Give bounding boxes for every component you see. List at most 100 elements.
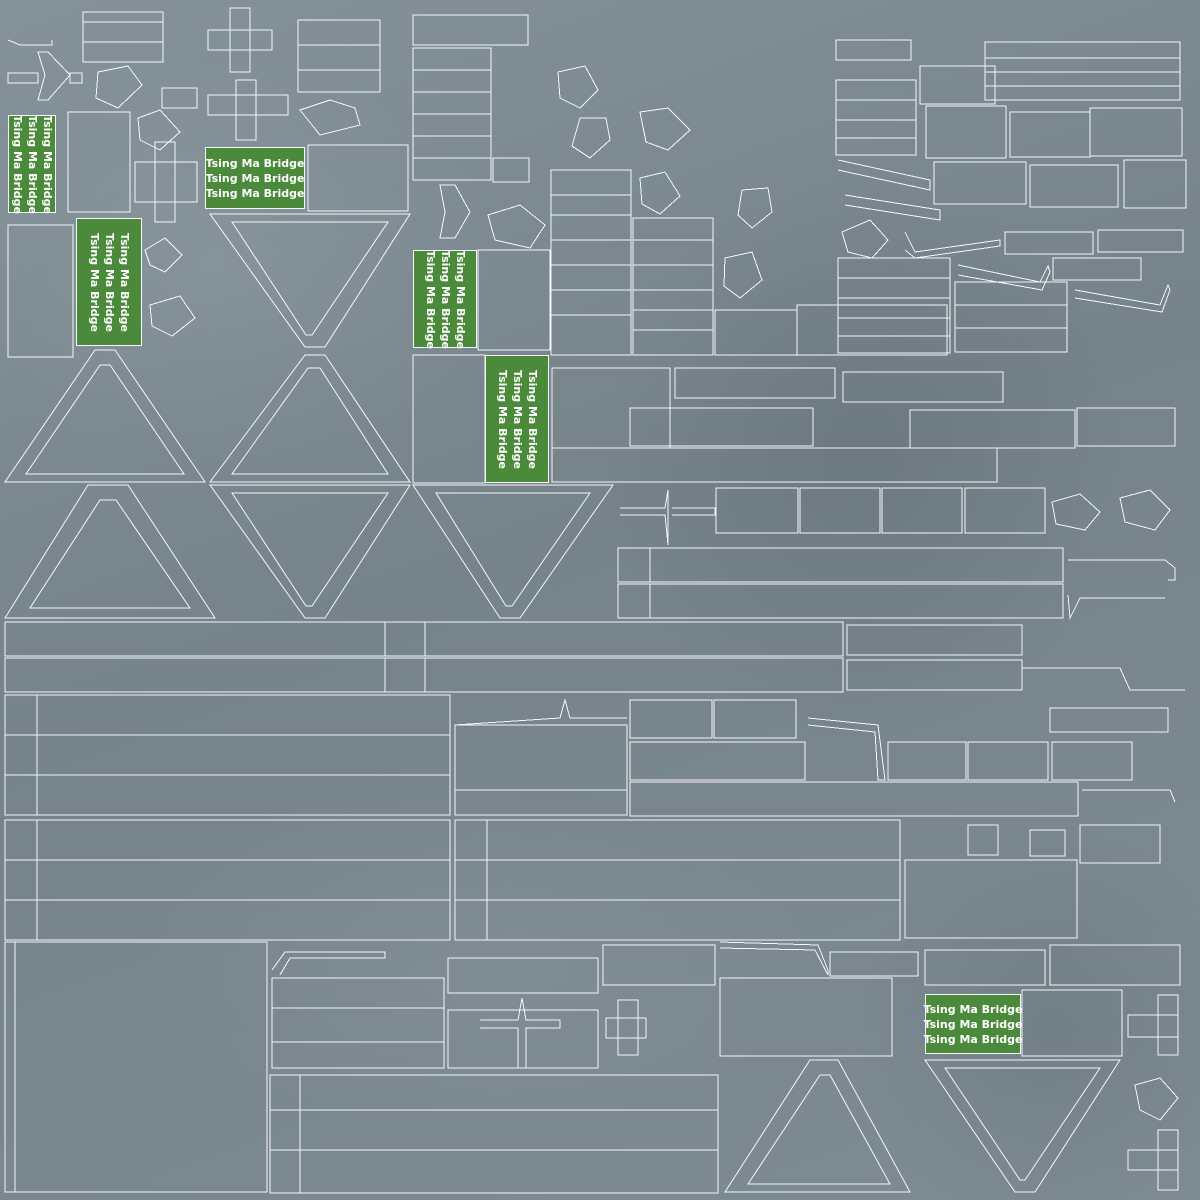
uv-island [639, 107, 691, 151]
uv-island [299, 99, 361, 136]
uv-island [846, 624, 1023, 656]
uv-island [837, 159, 931, 191]
uv-island [7, 39, 53, 46]
uv-island [4, 694, 451, 816]
uv-island [1127, 1149, 1179, 1171]
uv-island [4, 621, 844, 657]
uv-island [95, 65, 143, 109]
uv-island [617, 999, 639, 1056]
uv-island [1127, 1014, 1179, 1038]
uv-island [447, 957, 599, 994]
uv-island [629, 741, 806, 781]
uv-island [924, 949, 1046, 986]
uv-island [412, 354, 486, 484]
truss-panel [209, 213, 411, 348]
uv-island [550, 169, 632, 356]
sign-text-line: Tsing Ma Bridge [117, 232, 131, 332]
sign-text-line: Tsing Ma Bridge [423, 249, 437, 349]
uv-island [271, 977, 445, 1069]
uv-island [1021, 989, 1123, 1057]
uv-island [477, 249, 551, 351]
sign-text-line: Tsing Ma Bridge [923, 1002, 1023, 1016]
uv-island [841, 219, 889, 259]
uv-island [1134, 1077, 1179, 1121]
bridge-sign: Tsing Ma Bridge Tsing Ma Bridge Tsing Ma… [8, 115, 56, 213]
uv-island [1082, 789, 1176, 803]
uv-island [842, 371, 1004, 403]
uv-island [454, 698, 627, 726]
uv-island [629, 407, 814, 447]
truss-panel [209, 484, 411, 619]
bridge-sign: Tsing Ma Bridge Tsing Ma Bridge Tsing Ma… [413, 250, 477, 348]
sign-text-line: Tsing Ma Bridge [923, 1017, 1023, 1031]
uv-island [904, 231, 1001, 259]
uv-island [719, 941, 829, 976]
truss-panel [231, 492, 389, 607]
uv-island [1157, 1129, 1179, 1191]
uv-island [1022, 667, 1185, 691]
uv-island [1052, 257, 1142, 281]
uv-island [933, 161, 1027, 205]
sign-text-line: Tsing Ma Bridge [525, 369, 539, 469]
bridge-sign: Tsing Ma Bridge Tsing Ma Bridge Tsing Ma… [76, 218, 142, 346]
uv-island [1123, 159, 1187, 209]
uv-island [134, 161, 198, 203]
uv-island [617, 547, 1064, 583]
uv-island [487, 204, 546, 249]
sign-text-line: Tsing Ma Bridge [40, 114, 54, 214]
uv-island [881, 487, 963, 534]
uv-island [557, 65, 599, 109]
uv-island [909, 409, 1076, 449]
uv-island [67, 111, 131, 213]
uv-island [82, 11, 164, 63]
uv-island [37, 51, 71, 101]
uv-island [571, 117, 611, 159]
uv-island [454, 819, 901, 941]
uv-island [957, 264, 1051, 291]
uv-island [1074, 283, 1171, 313]
sign-text-line: Tsing Ma Bridge [495, 369, 509, 469]
bridge-sign: Tsing Ma Bridge Tsing Ma Bridge Tsing Ma… [485, 355, 549, 483]
uv-island [919, 65, 996, 105]
uv-island [69, 72, 83, 84]
uv-island [714, 309, 798, 356]
uv-island [1068, 559, 1176, 581]
uv-island [4, 819, 451, 941]
uv-island [1049, 944, 1181, 986]
uv-island [639, 171, 681, 215]
uv-island [617, 583, 1064, 619]
uv-island [551, 447, 998, 483]
uv-island [1157, 994, 1179, 1056]
truss-panel [435, 492, 591, 607]
uv-island [887, 741, 967, 781]
truss-panel [209, 354, 411, 483]
uv-island [807, 717, 886, 781]
truss-panel [29, 499, 191, 609]
uv-island [1119, 489, 1171, 531]
uv-island [632, 217, 714, 356]
uv-island [796, 304, 948, 356]
uv-island [1029, 164, 1119, 208]
truss-panel [25, 364, 185, 475]
uv-island [629, 781, 1079, 817]
truss-panel [4, 349, 206, 483]
uv-island [829, 951, 919, 977]
uv-island [1079, 824, 1161, 864]
uv-island [149, 295, 196, 337]
uv-island [984, 41, 1181, 101]
uv-island [964, 487, 1046, 534]
uv-island [715, 487, 799, 534]
uv-island [271, 951, 386, 976]
sign-text-line: Tsing Ma Bridge [205, 171, 305, 185]
uv-island [846, 659, 1023, 691]
uv-island [1097, 229, 1184, 253]
uv-island [144, 237, 183, 273]
uv-island [1049, 707, 1169, 733]
uv-island [620, 489, 669, 546]
bridge-sign: Tsing Ma Bridge Tsing Ma Bridge Tsing Ma… [923, 994, 1023, 1054]
truss-panel [944, 1067, 1101, 1181]
uv-island [492, 157, 530, 183]
uv-island [269, 1074, 719, 1194]
uv-island [674, 367, 836, 399]
truss-panel [231, 367, 389, 475]
